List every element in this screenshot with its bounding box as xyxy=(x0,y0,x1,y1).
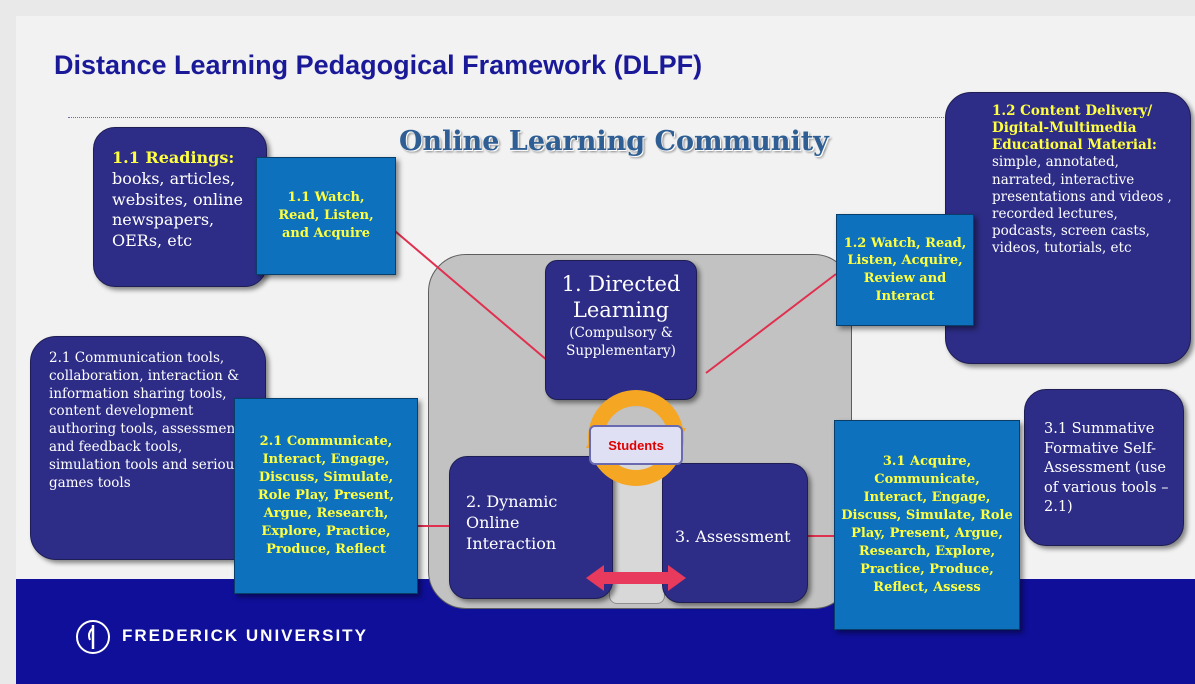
readings-body: books, articles, websites, online newspa… xyxy=(112,168,243,251)
slide-title: Distance Learning Pedagogical Framework … xyxy=(54,50,703,80)
watch-review-box: 1.2 Watch, Read, Listen, Acquire, Review… xyxy=(836,214,974,326)
connector-watch2 xyxy=(705,273,837,374)
dynamic-interaction-box: 2. Dynamic Online Interaction xyxy=(449,456,613,599)
readings-box: 1.1 Readings: books, articles, websites,… xyxy=(93,127,267,287)
acquire-actions-box: 3.1 Acquire, Communicate, Interact, Enga… xyxy=(834,420,1020,630)
university-name: FREDERICK UNIVERSITY xyxy=(122,626,368,645)
assessment-box: 3. Assessment xyxy=(662,463,808,603)
students-label: Students xyxy=(589,425,683,465)
community-heading: Online Learning Community xyxy=(399,126,829,157)
connector-lines xyxy=(388,225,837,537)
watch-read-box: 1.1 Watch, Read, Listen, and Acquire xyxy=(256,157,396,275)
communication-tools-box: 2.1 Communication tools, collaboration, … xyxy=(30,336,266,560)
directed-learning-title: 1. Directed Learning xyxy=(561,272,681,323)
frederick-torch-icon xyxy=(76,620,110,654)
directed-learning-sub: (Compulsory & Supplementary) xyxy=(566,324,676,359)
content-delivery-body: simple, annotated, narrated, interactive… xyxy=(992,154,1172,257)
assessment-text: 3. Assessment xyxy=(675,527,791,546)
title-divider xyxy=(68,117,948,118)
communicate-actions-text: 2.1 Communicate, Interact, Engage, Discu… xyxy=(257,434,395,557)
content-delivery-heading: 1.2 Content Delivery/ Digital-Multimedia… xyxy=(992,103,1157,154)
communicate-actions-box: 2.1 Communicate, Interact, Engage, Discu… xyxy=(234,398,418,594)
dynamic-interaction-text: 2. Dynamic Online Interaction xyxy=(466,492,558,553)
slide: FREDERICK UNIVERSITY Distance Learning P… xyxy=(16,16,1195,684)
watch-read-text: 1.1 Watch, Read, Listen, and Acquire xyxy=(278,189,374,242)
acquire-actions-text: 3.1 Acquire, Communicate, Interact, Enga… xyxy=(841,454,1013,595)
connector-watch1 xyxy=(388,225,549,362)
watch-review-text: 1.2 Watch, Read, Listen, Acquire, Review… xyxy=(843,235,967,304)
double-arrow-icon xyxy=(586,565,686,591)
directed-learning-box: 1. Directed Learning (Compulsory & Suppl… xyxy=(545,260,697,400)
communication-tools-text: 2.1 Communication tools, collaboration, … xyxy=(49,350,242,491)
content-delivery-box: 1.2 Content Delivery/ Digital-Multimedia… xyxy=(945,92,1191,364)
summative-box: 3.1 Summative Formative Self-Assessment … xyxy=(1024,389,1184,546)
readings-heading: 1.1 Readings: xyxy=(112,148,235,167)
summative-text: 3.1 Summative Formative Self-Assessment … xyxy=(1044,421,1169,516)
